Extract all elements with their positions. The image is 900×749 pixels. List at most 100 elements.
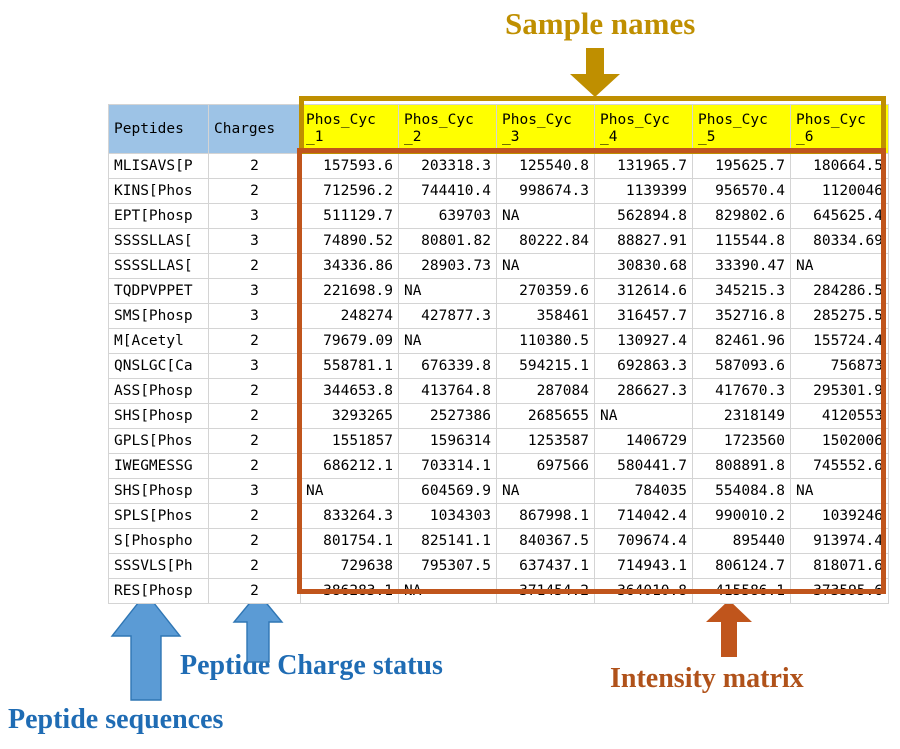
cell-intensity[interactable]: 645625.4	[790, 203, 889, 229]
cell-intensity[interactable]: 157593.6	[300, 153, 399, 179]
cell-intensity[interactable]: 28903.73	[398, 253, 497, 279]
cell-intensity[interactable]: 79679.09	[300, 328, 399, 354]
cell-intensity[interactable]: 364010.8	[594, 578, 693, 604]
cell-intensity[interactable]: 195625.7	[692, 153, 791, 179]
cell-intensity[interactable]: 729638	[300, 553, 399, 579]
cell-intensity[interactable]: NA	[594, 403, 693, 429]
cell-peptide[interactable]: TQDPVPPET	[108, 278, 209, 304]
cell-intensity[interactable]: 709674.4	[594, 528, 693, 554]
cell-peptide[interactable]: SHS[Phosp	[108, 403, 209, 429]
cell-intensity[interactable]: 358461	[496, 303, 595, 329]
cell-intensity[interactable]: 413764.8	[398, 378, 497, 404]
cell-intensity[interactable]: NA	[496, 478, 595, 504]
cell-intensity[interactable]: 130927.4	[594, 328, 693, 354]
column-header-phos-cyc-4[interactable]: Phos_Cyc_4	[594, 104, 693, 154]
column-header-phos-cyc-1[interactable]: Phos_Cyc_1	[300, 104, 399, 154]
cell-peptide[interactable]: GPLS[Phos	[108, 428, 209, 454]
cell-intensity[interactable]: 82461.96	[692, 328, 791, 354]
column-header-charges[interactable]: Charges	[208, 104, 301, 154]
cell-intensity[interactable]: 286627.3	[594, 378, 693, 404]
cell-charge[interactable]: 3	[208, 478, 301, 504]
cell-intensity[interactable]: 833264.3	[300, 503, 399, 529]
cell-charge[interactable]: 2	[208, 403, 301, 429]
cell-charge[interactable]: 2	[208, 328, 301, 354]
cell-charge[interactable]: 2	[208, 178, 301, 204]
cell-charge[interactable]: 3	[208, 303, 301, 329]
cell-peptide[interactable]: SHS[Phosp	[108, 478, 209, 504]
cell-intensity[interactable]: 801754.1	[300, 528, 399, 554]
cell-intensity[interactable]: 594215.1	[496, 353, 595, 379]
cell-intensity[interactable]: 345215.3	[692, 278, 791, 304]
cell-intensity[interactable]: 1596314	[398, 428, 497, 454]
cell-intensity[interactable]: 344653.8	[300, 378, 399, 404]
cell-intensity[interactable]: 248274	[300, 303, 399, 329]
cell-peptide[interactable]: SSSVLS[Ph	[108, 553, 209, 579]
cell-intensity[interactable]: NA	[398, 278, 497, 304]
cell-peptide[interactable]: EPT[Phosp	[108, 203, 209, 229]
cell-peptide[interactable]: IWEGMESSG	[108, 453, 209, 479]
cell-intensity[interactable]: 604569.9	[398, 478, 497, 504]
cell-intensity[interactable]: 818071.6	[790, 553, 889, 579]
cell-intensity[interactable]: 587093.6	[692, 353, 791, 379]
cell-intensity[interactable]: NA	[398, 328, 497, 354]
cell-intensity[interactable]: 312614.6	[594, 278, 693, 304]
cell-intensity[interactable]: 808891.8	[692, 453, 791, 479]
cell-charge[interactable]: 3	[208, 353, 301, 379]
cell-intensity[interactable]: 30830.68	[594, 253, 693, 279]
cell-intensity[interactable]: 795307.5	[398, 553, 497, 579]
cell-intensity[interactable]: 221698.9	[300, 278, 399, 304]
cell-charge[interactable]: 2	[208, 428, 301, 454]
cell-intensity[interactable]: 1120046	[790, 178, 889, 204]
cell-charge[interactable]: 2	[208, 253, 301, 279]
cell-intensity[interactable]: 637437.1	[496, 553, 595, 579]
cell-intensity[interactable]: NA	[496, 253, 595, 279]
cell-intensity[interactable]: 74890.52	[300, 228, 399, 254]
cell-intensity[interactable]: 676339.8	[398, 353, 497, 379]
cell-intensity[interactable]: 33390.47	[692, 253, 791, 279]
cell-intensity[interactable]: 115544.8	[692, 228, 791, 254]
cell-intensity[interactable]: 1406729	[594, 428, 693, 454]
cell-charge[interactable]: 2	[208, 503, 301, 529]
cell-intensity[interactable]: 867998.1	[496, 503, 595, 529]
cell-charge[interactable]: 3	[208, 203, 301, 229]
cell-intensity[interactable]: 2685655	[496, 403, 595, 429]
cell-peptide[interactable]: RES[Phosp	[108, 578, 209, 604]
cell-intensity[interactable]: 180664.5	[790, 153, 889, 179]
cell-peptide[interactable]: SSSSLLAS[	[108, 253, 209, 279]
cell-peptide[interactable]: KINS[Phos	[108, 178, 209, 204]
cell-intensity[interactable]: 703314.1	[398, 453, 497, 479]
cell-intensity[interactable]: 1039246	[790, 503, 889, 529]
cell-intensity[interactable]: 1139399	[594, 178, 693, 204]
cell-intensity[interactable]: 2527386	[398, 403, 497, 429]
cell-intensity[interactable]: 295301.9	[790, 378, 889, 404]
cell-intensity[interactable]: 756873	[790, 353, 889, 379]
cell-intensity[interactable]: 895440	[692, 528, 791, 554]
column-header-peptides[interactable]: Peptides	[108, 104, 209, 154]
cell-intensity[interactable]: 562894.8	[594, 203, 693, 229]
cell-intensity[interactable]: 580441.7	[594, 453, 693, 479]
cell-intensity[interactable]: 697566	[496, 453, 595, 479]
cell-intensity[interactable]: 744410.4	[398, 178, 497, 204]
cell-charge[interactable]: 2	[208, 578, 301, 604]
cell-intensity[interactable]: 1551857	[300, 428, 399, 454]
cell-intensity[interactable]: 3293265	[300, 403, 399, 429]
cell-intensity[interactable]: 285275.5	[790, 303, 889, 329]
cell-intensity[interactable]: 1502006	[790, 428, 889, 454]
cell-intensity[interactable]: 639703	[398, 203, 497, 229]
cell-peptide[interactable]: SSSSLLAS[	[108, 228, 209, 254]
cell-intensity[interactable]: 371454.2	[496, 578, 595, 604]
cell-intensity[interactable]: NA	[496, 203, 595, 229]
cell-intensity[interactable]: 316457.7	[594, 303, 693, 329]
column-header-phos-cyc-2[interactable]: Phos_Cyc_2	[398, 104, 497, 154]
cell-intensity[interactable]: 554084.8	[692, 478, 791, 504]
cell-intensity[interactable]: 990010.2	[692, 503, 791, 529]
